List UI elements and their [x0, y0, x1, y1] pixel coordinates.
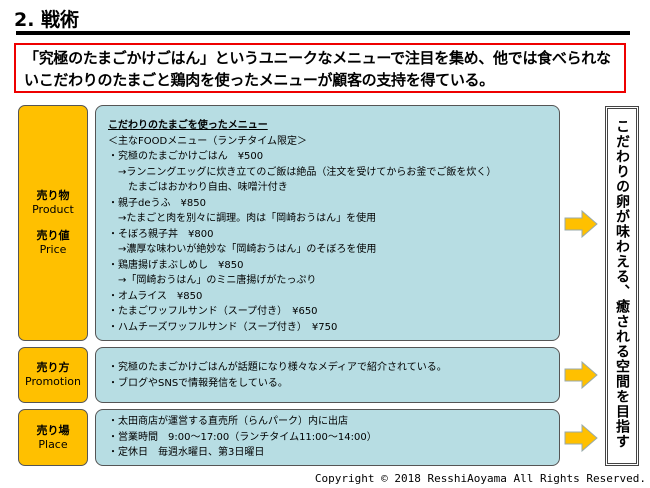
- text-line: ・鶏唐揚げまぶしめし ¥850: [108, 259, 244, 271]
- label-product-price: 売り物 Product 売り値 Price: [18, 105, 88, 341]
- promotion-box: ・究極のたまごかけごはんが話題になり様々なメディアで紹介されている。・ブログやS…: [95, 347, 560, 403]
- text-line: ・親子deうふ ¥850: [108, 197, 206, 209]
- text-line: ＜主なFOODメニュー（ランチタイム限定＞: [108, 135, 307, 147]
- product-box: こだわりのたまごを使ったメニュー ＜主なFOODメニュー（ランチタイム限定＞ ・究…: [95, 105, 560, 341]
- text-line: たまごはおかわり自由、味噌汁付き: [108, 182, 288, 193]
- label-en: Promotion: [25, 375, 81, 388]
- goal-text: こだわりの卵が味わえる、癒される空間を目指す: [614, 119, 630, 449]
- arrow-right-icon: [564, 361, 598, 389]
- slide-title: 2. 戦術: [14, 9, 80, 31]
- text-line: ・ハムチーズワッフルサンド（スープ付き） ¥750: [108, 321, 338, 333]
- text-line: ・定休日 毎週水曜日、第3日曜日: [108, 447, 265, 458]
- text-line: →ランニングエッグに炊き立てのご飯は絶品（注文を受けてからお釜でご飯を炊く）: [108, 166, 497, 178]
- text-line: ・太田商店が運営する直売所（らんパーク）内に出店: [108, 416, 348, 427]
- arrow-right-icon: [564, 424, 598, 452]
- label-promotion: 売り方 Promotion: [18, 347, 88, 403]
- copyright: Copyright © 2018 ResshiAoyama All Rights…: [314, 472, 646, 485]
- promotion-lines: ・究極のたまごかけごはんが話題になり様々なメディアで紹介されている。・ブログやS…: [108, 360, 559, 391]
- label-place: 売り場 Place: [18, 409, 88, 466]
- title-rule: [16, 31, 630, 35]
- text-line: →「岡崎おうはん」のミニ唐揚げがたっぷり: [108, 275, 317, 286]
- text-line: ・営業時間 9:00～17:00（ランチタイム11:00～14:00）: [108, 431, 377, 443]
- product-heading: こだわりのたまごを使ったメニュー: [108, 120, 268, 131]
- goal-box: こだわりの卵が味わえる、癒される空間を目指す: [605, 106, 639, 466]
- label-en: Place: [38, 437, 68, 451]
- label-ja: 売り場: [36, 423, 70, 437]
- arrow-right-icon: [564, 210, 598, 238]
- label-en: Price: [39, 243, 67, 256]
- label-ja: 売り物: [36, 189, 70, 202]
- text-line: ・そぼろ親子丼 ¥800: [108, 228, 214, 240]
- text-line: ・オムライス ¥850: [108, 290, 203, 302]
- label-ja: 売り値: [36, 229, 70, 242]
- label-en: Product: [32, 203, 74, 216]
- text-line: →たまごと肉を別々に調理。肉は「岡崎おうはん」を使用: [108, 213, 377, 224]
- text-line: ・究極のたまごかけごはん ¥500: [108, 151, 264, 162]
- place-lines: ・太田商店が運営する直売所（らんパーク）内に出店・営業時間 9:00～17:00…: [108, 414, 559, 461]
- product-lines: ＜主なFOODメニュー（ランチタイム限定＞ ・究極のたまごかけごはん ¥500 →…: [108, 134, 559, 336]
- text-line: ・究極のたまごかけごはんが話題になり様々なメディアで紹介されている。: [108, 362, 447, 373]
- label-ja: 売り方: [36, 361, 70, 374]
- summary-box: 「究極のたまごかけごはん」というユニークなメニューで注目を集め、他では食べられな…: [14, 43, 626, 93]
- text-line: →濃厚な味わいが絶妙な「岡崎おうはん」のそぼろを使用: [108, 244, 377, 255]
- text-line: ・たまごワッフルサンド（スープ付き） ¥650: [108, 306, 318, 317]
- place-box: ・太田商店が運営する直売所（らんパーク）内に出店・営業時間 9:00～17:00…: [95, 409, 560, 466]
- text-line: ・ブログやSNSで情報発信をしている。: [108, 377, 288, 389]
